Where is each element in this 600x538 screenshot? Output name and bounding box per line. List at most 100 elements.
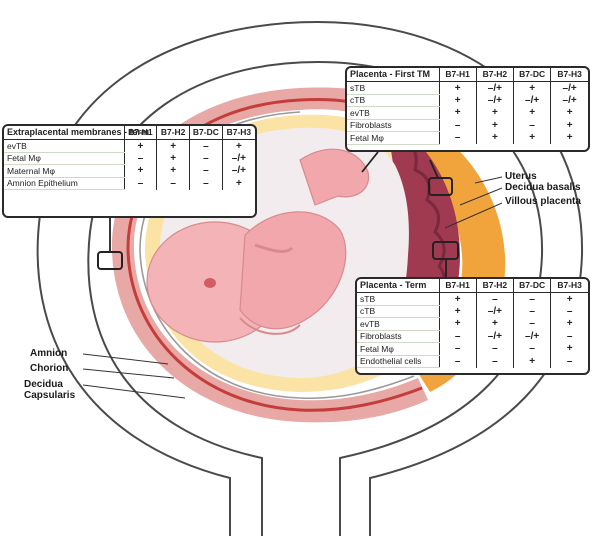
expression-cell: +	[512, 81, 551, 94]
expression-cell: +	[156, 139, 190, 152]
col-header: B7-H1	[123, 126, 157, 140]
expression-cell: –	[550, 330, 588, 343]
expression-cell: +	[475, 317, 514, 330]
expression-cell: +	[550, 131, 588, 144]
expression-cell: –/+	[475, 81, 514, 94]
col-header: B7-DC	[189, 126, 223, 140]
row-label: evTB	[347, 106, 439, 120]
expression-cell: –	[475, 342, 514, 355]
expression-cell: +	[438, 81, 477, 94]
expression-cell: –	[156, 177, 190, 190]
col-header: B7-H3	[550, 279, 588, 293]
expression-cell: +	[221, 177, 255, 190]
expression-cell: –	[438, 131, 477, 144]
callout-leaders	[82, 176, 503, 399]
label-amnion: Amnion	[30, 348, 68, 359]
row-label: Fibroblasts	[357, 330, 439, 343]
row-label: sTB	[357, 292, 439, 306]
row-label: cTB	[347, 94, 439, 107]
row-label: sTB	[347, 81, 439, 95]
col-header: B7-H3	[221, 126, 255, 140]
expression-cell: –	[512, 305, 551, 318]
expression-cell: –	[550, 305, 588, 318]
expression-cell: +	[123, 164, 157, 177]
expression-cell: +	[156, 152, 190, 165]
connector-lines	[109, 151, 447, 278]
label-villous-placenta: Villous placenta	[505, 196, 581, 207]
table-row: Fetal Mφ–+––/+	[4, 152, 255, 165]
expression-cell: +	[550, 317, 588, 330]
row-label: Fetal Mφ	[347, 131, 439, 145]
table-row: sTB+–/++–/+	[347, 81, 588, 95]
fetus	[146, 148, 370, 343]
expression-cell: +	[438, 106, 477, 119]
expression-cell: –	[438, 342, 477, 355]
expression-cell: +	[475, 131, 514, 144]
expression-cell: +	[512, 106, 551, 119]
label-uterus: Uterus	[505, 171, 537, 182]
expression-cell: –/+	[221, 152, 255, 165]
row-label: evTB	[357, 317, 439, 331]
expression-cell: –	[475, 355, 514, 368]
col-header: B7-DC	[512, 68, 551, 82]
expression-cell: +	[550, 106, 588, 119]
expression-cell: –	[189, 152, 223, 165]
expression-cell: –/+	[550, 81, 588, 94]
row-label: evTB	[4, 139, 124, 153]
table-extraplacental-membranes: Extraplacental membranes - term B7-H1 B7…	[2, 124, 257, 218]
table-row: Fetal Mφ–+++	[347, 131, 588, 145]
expression-cell: +	[221, 139, 255, 152]
expression-cell: –	[438, 355, 477, 368]
label-decidua-basalis: Decidua basalis	[505, 182, 581, 193]
expression-cell: –	[512, 317, 551, 330]
expression-cell: –/+	[475, 330, 514, 343]
expression-cell: –/+	[550, 94, 588, 107]
expression-cell: +	[512, 131, 551, 144]
expression-cell: –/+	[512, 330, 551, 343]
expression-cell: +	[123, 139, 157, 152]
table-row: cTB+–/+–/+–/+	[347, 94, 588, 107]
expression-cell: –/+	[475, 94, 514, 107]
expression-cell: –	[189, 164, 223, 177]
expression-cell: +	[475, 106, 514, 119]
col-header: B7-H2	[156, 126, 190, 140]
table-row: Maternal Mφ++––/+	[4, 164, 255, 178]
expression-cell: –	[475, 292, 514, 305]
expression-cell: +	[438, 305, 477, 318]
expression-cell: +	[438, 94, 477, 107]
expression-cell: +	[438, 317, 477, 330]
table-row: Fibroblasts––/+–/+–	[357, 330, 588, 343]
expression-cell: –	[438, 330, 477, 343]
col-header: B7-H1	[438, 68, 477, 82]
expression-cell: –	[512, 292, 551, 305]
row-label: Endothelial cells	[357, 355, 439, 368]
expression-cell: +	[156, 164, 190, 177]
table-row: Fibroblasts–+–+	[347, 119, 588, 132]
col-header: B7-H2	[475, 279, 514, 293]
table-row: evTB++–+	[4, 139, 255, 153]
expression-cell: +	[438, 292, 477, 305]
row-label: Fetal Mφ	[4, 152, 124, 165]
row-label: cTB	[357, 305, 439, 318]
table-title: Extraplacental membranes - term	[4, 126, 149, 140]
expression-cell: +	[475, 119, 514, 132]
col-header: B7-H2	[475, 68, 514, 82]
expression-cell: +	[550, 119, 588, 132]
expression-cell: –	[438, 119, 477, 132]
expression-cell: –	[123, 177, 157, 190]
expression-cell: –	[123, 152, 157, 165]
expression-cell: –	[512, 119, 551, 132]
row-label: Fibroblasts	[347, 119, 439, 132]
expression-cell: –/+	[221, 164, 255, 177]
table-row: evTB++–+	[357, 317, 588, 331]
label-chorion: Chorion	[30, 363, 69, 374]
expression-cell: +	[550, 342, 588, 355]
row-label: Amnion Epithelium	[4, 177, 124, 190]
expression-cell: +	[512, 355, 551, 368]
table-row: sTB+––+	[357, 292, 588, 306]
col-header: B7-H3	[550, 68, 588, 82]
table-row: cTB+–/+––	[357, 305, 588, 318]
expression-cell: –/+	[512, 94, 551, 107]
row-label: Fetal Mφ	[357, 342, 439, 356]
table-row: Endothelial cells––+–	[357, 355, 588, 368]
